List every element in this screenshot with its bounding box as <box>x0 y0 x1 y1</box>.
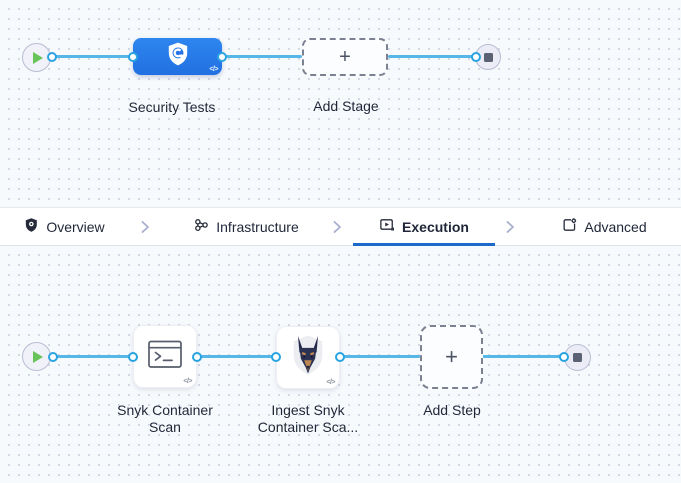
edge-start-to-step1 <box>51 355 133 358</box>
connector-dot <box>192 352 202 362</box>
plus-icon: + <box>339 46 351 68</box>
tab-label: Overview <box>46 218 105 235</box>
connector-dot <box>271 352 281 362</box>
stop-icon <box>483 52 493 62</box>
connector-dot <box>48 352 58 362</box>
chevron-right-icon <box>505 208 515 245</box>
stage-config-tabbar: Overview Infrastructure <box>0 207 681 246</box>
terminal-icon <box>147 339 183 375</box>
stage-canvas[interactable]: </> + Security Tests Add Stage <box>0 0 681 207</box>
tab-label: Execution <box>402 218 469 235</box>
active-tab-underline <box>353 243 495 246</box>
edge-step1-to-step2 <box>197 355 276 358</box>
shield-overview-icon <box>23 217 39 236</box>
chevron-right-icon <box>140 208 150 245</box>
play-icon <box>33 350 43 363</box>
step-node-snyk-container-scan[interactable]: </> <box>133 325 197 388</box>
snyk-dog-icon <box>289 334 327 381</box>
infrastructure-icon <box>193 217 209 236</box>
advanced-gear-icon <box>561 217 577 236</box>
code-badge: </> <box>183 378 192 385</box>
security-shield-icon <box>165 41 191 72</box>
add-step-label: Add Step <box>423 402 481 418</box>
plus-icon: + <box>445 344 458 369</box>
connector-dot <box>335 352 345 362</box>
execution-play-icon <box>379 217 395 236</box>
edge-addstage-to-end <box>388 55 477 58</box>
tab-overview[interactable]: Overview <box>23 208 105 245</box>
stage-node-security-tests[interactable]: </> <box>133 38 222 75</box>
step-label: Snyk Container Scan <box>117 402 213 435</box>
edge-step2-to-addstep <box>340 355 420 358</box>
connector-dot <box>47 52 57 62</box>
stage-label: Security Tests <box>128 99 216 115</box>
connector-dot <box>471 52 481 62</box>
tab-execution[interactable]: Execution <box>379 208 469 245</box>
step-canvas[interactable]: </> </> + <box>0 246 681 483</box>
chevron-right-icon <box>332 208 342 245</box>
connector-dot <box>128 52 138 62</box>
step-label: Ingest Snyk Container Sca... <box>257 402 359 435</box>
stop-icon <box>573 353 582 362</box>
tab-advanced[interactable]: Advanced <box>561 208 647 245</box>
code-badge: </> <box>326 379 335 386</box>
step-node-ingest-snyk[interactable]: </> <box>276 326 340 389</box>
add-stage-button[interactable]: + <box>302 38 388 76</box>
add-stage-label: Add Stage <box>313 98 379 114</box>
edge-addstep-to-end <box>482 355 565 358</box>
connector-dot <box>128 352 138 362</box>
code-badge: </> <box>209 66 218 73</box>
tab-infrastructure[interactable]: Infrastructure <box>193 208 299 245</box>
play-icon <box>33 51 43 64</box>
connector-dot <box>559 352 569 362</box>
tab-label: Advanced <box>584 218 647 235</box>
tab-label: Infrastructure <box>216 218 299 235</box>
pipeline-end-node <box>475 44 501 70</box>
step-start-node <box>22 342 51 371</box>
pipeline-start-node <box>22 43 51 72</box>
edge-start-to-stage <box>50 55 133 58</box>
connector-dot <box>217 52 227 62</box>
add-step-button[interactable]: + <box>420 325 483 389</box>
edge-stage-to-addstage <box>222 55 302 58</box>
